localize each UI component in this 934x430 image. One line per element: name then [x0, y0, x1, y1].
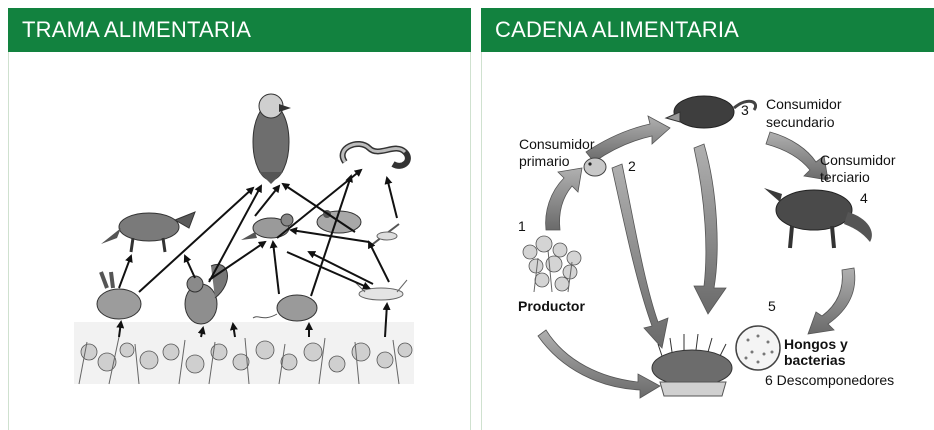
primary-consumer-icon: [583, 157, 607, 177]
snake-icon: [339, 141, 411, 169]
food-chain-title: CADENA ALIMENTARIA: [481, 8, 934, 52]
bird-icon: [241, 213, 294, 240]
food-chain-panel: CADENA ALIMENTARIA: [481, 8, 934, 430]
label-consumidor-terciario-2: terciario: [820, 169, 870, 185]
food-chain-body: Consumidor primario 2 3 Consumidor secun…: [481, 52, 934, 430]
eagle-icon: [252, 93, 291, 184]
plants-icon: [74, 322, 414, 385]
number-5: 5: [768, 298, 776, 314]
label-hongos-2: bacterias: [784, 352, 846, 368]
rabbit-icon: [96, 271, 142, 320]
food-web-title: TRAMA ALIMENTARIA: [8, 8, 471, 52]
producer-plants-icon: [522, 235, 582, 293]
food-web-panel: TRAMA ALIMENTARIA: [8, 8, 471, 430]
number-2: 2: [628, 158, 636, 174]
food-web-arrows: [116, 168, 398, 338]
label-hongos-1: Hongos y: [784, 336, 848, 352]
number-4: 4: [860, 190, 868, 206]
food-chain-illustration: [522, 95, 872, 399]
grasshopper-icon: [354, 279, 408, 301]
label-consumidor-secundario-1: Consumidor: [766, 96, 842, 112]
number-3: 3: [741, 102, 749, 118]
food-web-body: [8, 52, 471, 430]
mouse-icon: [252, 294, 318, 322]
decomposers-icon: [651, 333, 733, 397]
label-consumidor-secundario-2: secundario: [766, 114, 835, 130]
label-consumidor-terciario-1: Consumidor: [820, 152, 896, 168]
number-1: 1: [518, 218, 526, 234]
food-web-illustration: [74, 93, 414, 385]
fox-icon: [101, 211, 196, 253]
insect-icon: [368, 223, 400, 248]
tertiary-consumer-icon: [764, 188, 872, 249]
label-descomponedores: 6 Descomponedores: [765, 372, 895, 388]
secondary-consumer-icon: [664, 95, 757, 129]
fungi-bacteria-icon: [735, 325, 781, 371]
squirrel-icon: [184, 263, 228, 325]
label-productor: Productor: [518, 298, 585, 314]
food-chain-arrows: [537, 115, 856, 399]
label-consumidor-primario-2: primario: [519, 153, 570, 169]
label-consumidor-primario-1: Consumidor: [519, 136, 595, 152]
